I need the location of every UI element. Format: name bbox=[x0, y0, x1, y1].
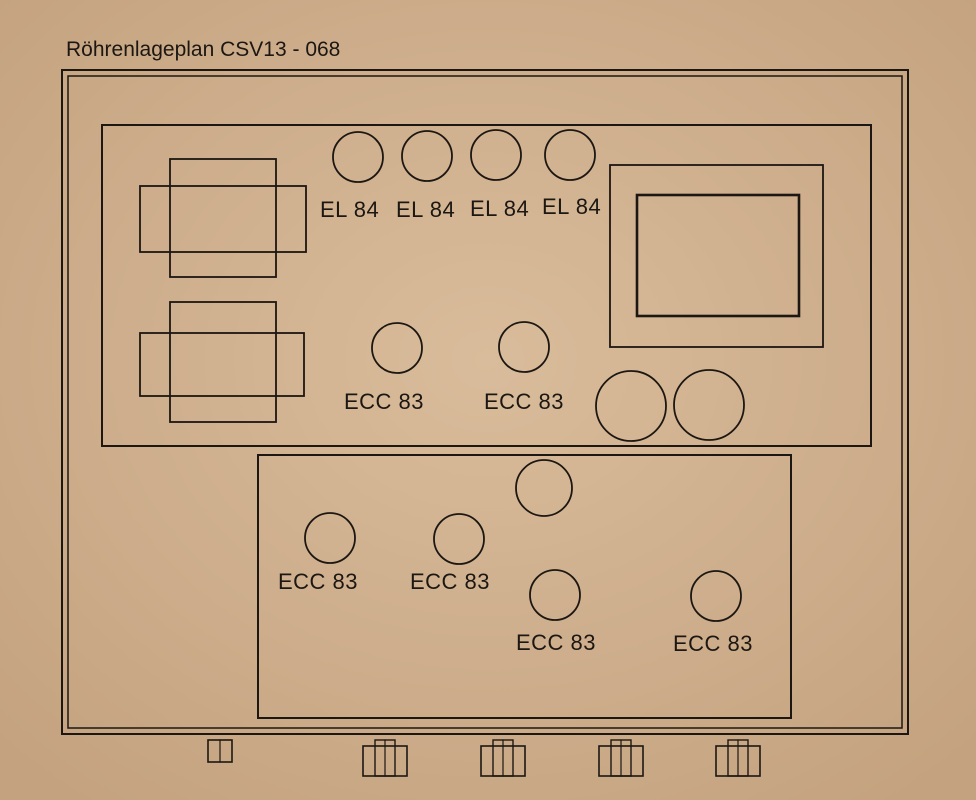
large-socket-left bbox=[595, 370, 667, 442]
transformer-top bbox=[139, 158, 307, 278]
connector-small bbox=[207, 739, 233, 763]
tube-socket-el84-4 bbox=[544, 129, 596, 181]
connector-1 bbox=[362, 739, 408, 777]
tube-label-el84-2: EL 84 bbox=[396, 197, 455, 222]
tube-socket-ecc83-1 bbox=[371, 322, 423, 374]
tube-label-ecc83-2: ECC 83 bbox=[484, 389, 564, 414]
tube-socket-el84-1 bbox=[332, 131, 384, 183]
lower-panel bbox=[257, 454, 792, 719]
tube-socket-ecc83-2 bbox=[498, 321, 550, 373]
tube-label-ecc83-1: ECC 83 bbox=[344, 389, 424, 414]
tube-label-ecc83-6: ECC 83 bbox=[673, 631, 753, 656]
tube-label-el84-1: EL 84 bbox=[320, 197, 379, 222]
connector-2 bbox=[480, 739, 526, 777]
tube-label-ecc83-5: ECC 83 bbox=[516, 630, 596, 655]
tube-socket-ecc83-5 bbox=[529, 569, 581, 621]
diagram-title: Röhrenlageplan CSV13 - 068 bbox=[66, 38, 340, 61]
tube-socket-ecc83-3 bbox=[304, 512, 356, 564]
connector-3 bbox=[598, 739, 644, 777]
tube-socket-ecc83-6 bbox=[690, 570, 742, 622]
display-screen bbox=[609, 164, 824, 348]
large-socket-right bbox=[673, 369, 745, 441]
tube-label-el84-4: EL 84 bbox=[542, 194, 601, 219]
tube-socket-ecc83-4 bbox=[433, 513, 485, 565]
transformer-bottom bbox=[139, 301, 305, 423]
tube-label-ecc83-4: ECC 83 bbox=[410, 569, 490, 594]
unlabeled-socket-lower bbox=[515, 459, 573, 517]
chassis-outline bbox=[61, 69, 909, 735]
connector-4 bbox=[715, 739, 761, 777]
tube-socket-el84-3 bbox=[470, 129, 522, 181]
tube-socket-el84-2 bbox=[401, 130, 453, 182]
tube-label-ecc83-3: ECC 83 bbox=[278, 569, 358, 594]
tube-label-el84-3: EL 84 bbox=[470, 196, 529, 221]
upper-panel bbox=[101, 124, 872, 447]
